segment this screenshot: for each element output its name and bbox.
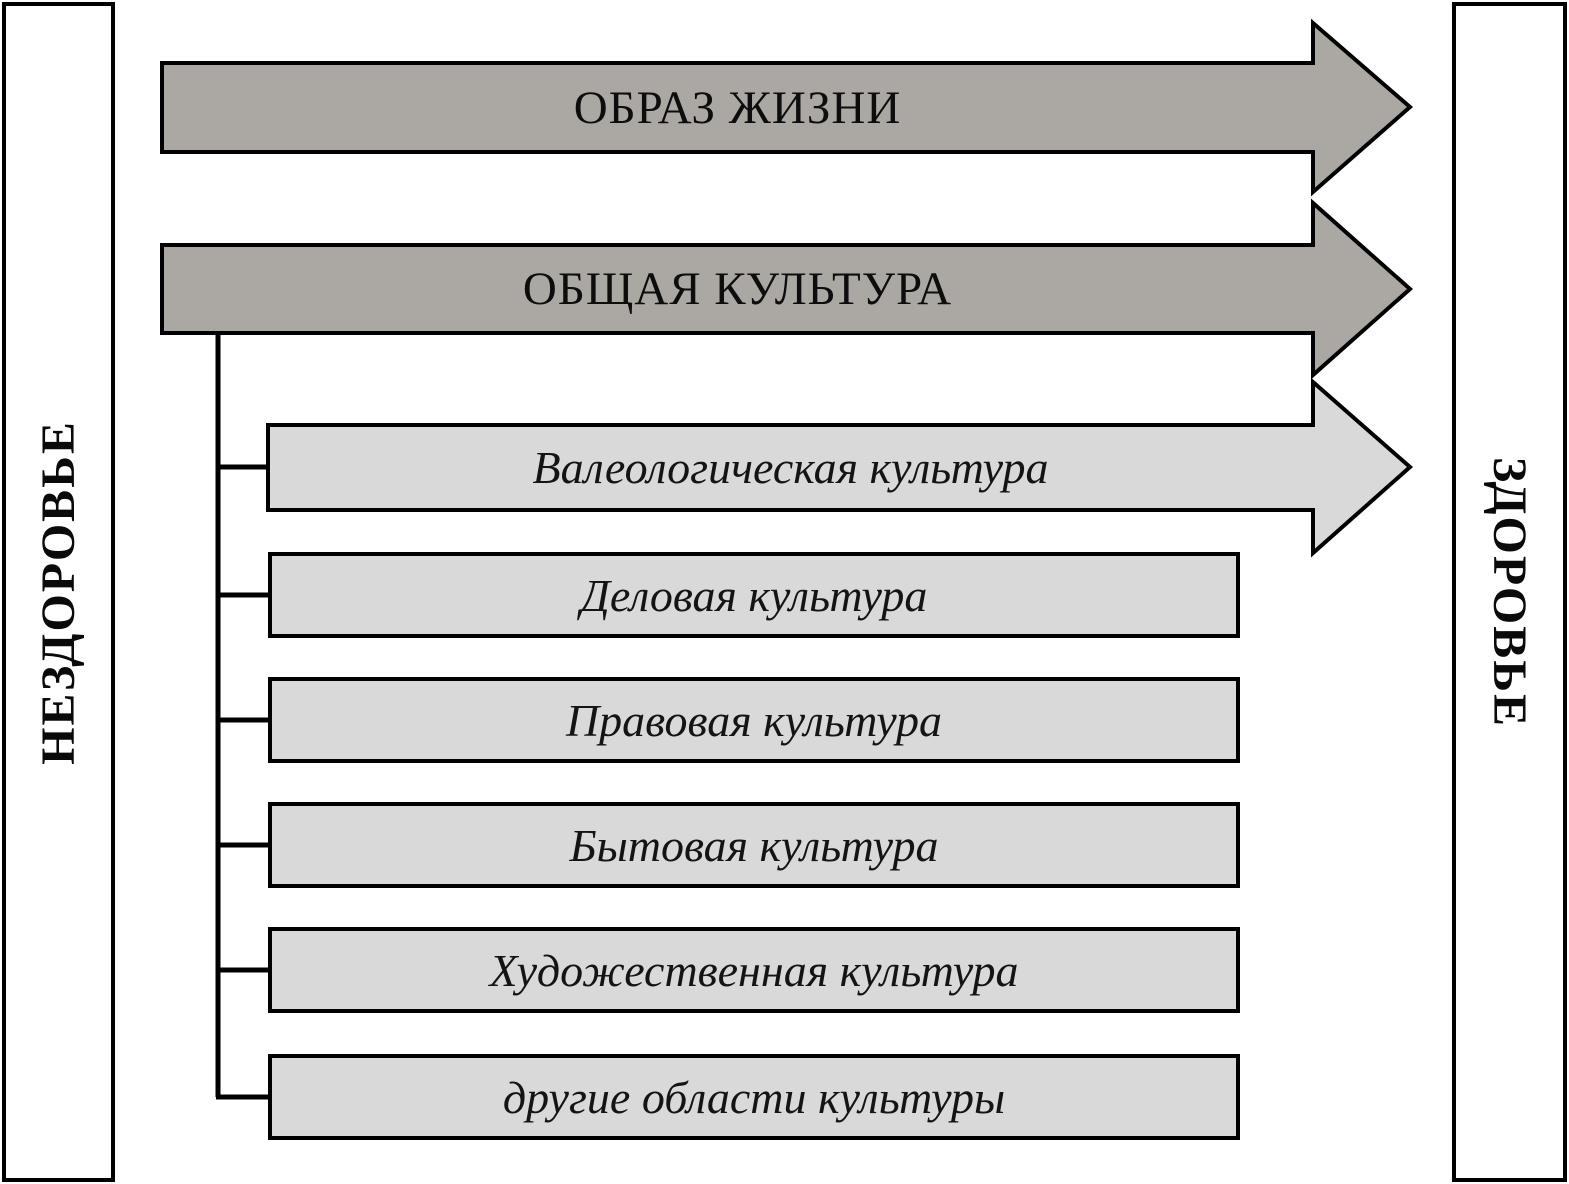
everyday-culture-bar: Бытовая культура bbox=[268, 802, 1240, 888]
connector-lines bbox=[215, 331, 272, 1100]
lifestyle-arrow-shape bbox=[160, 18, 1414, 197]
other-culture-areas-bar: другие области культуры bbox=[268, 1054, 1240, 1140]
unhealth-box: НЕЗДОРОВЬЕ bbox=[2, 2, 115, 1182]
valeological-culture-arrow-shape bbox=[266, 377, 1414, 558]
legal-culture-bar: Правовая культура bbox=[268, 677, 1240, 763]
artistic-culture-bar: Художественная культура bbox=[268, 927, 1240, 1013]
business-culture-bar: Деловая культура bbox=[268, 552, 1240, 638]
health-box: ЗДОРОВЬЕ bbox=[1452, 2, 1567, 1182]
general-culture-arrow-shape bbox=[160, 198, 1414, 380]
